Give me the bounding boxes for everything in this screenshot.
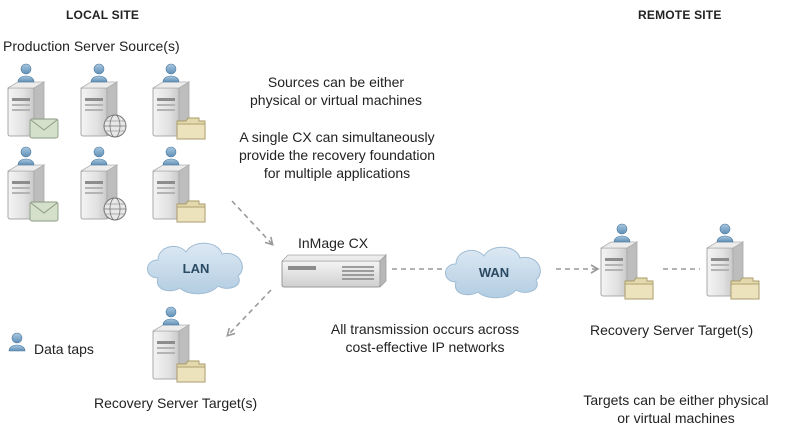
data-tap-icon bbox=[162, 146, 180, 166]
legend-data-taps-label: Data taps bbox=[34, 341, 94, 357]
production-server-mail-2 bbox=[7, 146, 59, 222]
envelope-icon bbox=[29, 201, 59, 222]
legend-data-tap bbox=[8, 332, 26, 352]
inmage-cx-label: InMage CX bbox=[298, 235, 369, 251]
local-site-header: LOCAL SITE bbox=[66, 8, 140, 22]
folder-icon bbox=[176, 117, 206, 140]
production-source-label: Production Server Source(s) bbox=[3, 38, 180, 54]
data-tap-icon bbox=[613, 223, 631, 243]
recovery-target-local-label: Recovery Server Target(s) bbox=[94, 395, 258, 411]
data-tap-icon bbox=[90, 146, 108, 166]
data-tap-icon bbox=[8, 332, 26, 352]
data-tap-icon bbox=[716, 223, 734, 243]
inmage-cx-appliance bbox=[281, 254, 387, 288]
production-server-file-2 bbox=[152, 146, 206, 223]
cx-note-line1: A single CX can simultaneously bbox=[239, 129, 435, 145]
sources-note-line1: Sources can be either bbox=[267, 74, 405, 90]
local-recovery-server bbox=[152, 306, 206, 383]
remote-recovery-server-1 bbox=[600, 223, 654, 300]
remote-recovery-server-2 bbox=[706, 223, 760, 300]
wan-cloud: WAN bbox=[445, 246, 541, 299]
envelope-icon bbox=[29, 118, 59, 139]
production-server-web-2 bbox=[80, 146, 127, 221]
production-server-web-1 bbox=[80, 63, 127, 138]
production-server-file-1 bbox=[152, 63, 206, 140]
targets-note-line1: Targets can be either physical bbox=[583, 392, 769, 408]
production-server-mail-1 bbox=[7, 63, 59, 139]
remote-site-header: REMOTE SITE bbox=[638, 8, 722, 22]
globe-icon bbox=[103, 114, 127, 138]
data-tap-icon bbox=[162, 306, 180, 326]
source-to-cx-arrow bbox=[231, 200, 274, 246]
wan-label: WAN bbox=[479, 265, 509, 280]
sources-note-line2: physical or virtual machines bbox=[250, 92, 422, 108]
data-tap-icon bbox=[90, 63, 108, 83]
cx-note-line3: for multiple applications bbox=[263, 165, 411, 181]
folder-icon bbox=[176, 200, 206, 223]
lan-cloud: LAN bbox=[147, 242, 243, 295]
lan-label: LAN bbox=[183, 261, 210, 276]
recovery-target-remote-label: Recovery Server Target(s) bbox=[590, 322, 754, 338]
transmission-note-line2: cost-effective IP networks bbox=[345, 339, 505, 355]
data-tap-icon bbox=[17, 63, 35, 83]
cx-to-local-target-arrow bbox=[226, 289, 272, 337]
data-tap-icon bbox=[162, 63, 180, 83]
globe-icon bbox=[103, 197, 127, 221]
folder-icon bbox=[624, 277, 654, 300]
folder-icon bbox=[176, 360, 206, 383]
folder-icon bbox=[730, 277, 760, 300]
transmission-note-line1: All transmission occurs across bbox=[330, 321, 520, 337]
targets-note-line2: or virtual machines bbox=[617, 410, 735, 426]
connectors bbox=[226, 200, 700, 337]
cx-note-line2: provide the recovery foundation bbox=[238, 147, 436, 163]
data-tap-icon bbox=[17, 146, 35, 166]
